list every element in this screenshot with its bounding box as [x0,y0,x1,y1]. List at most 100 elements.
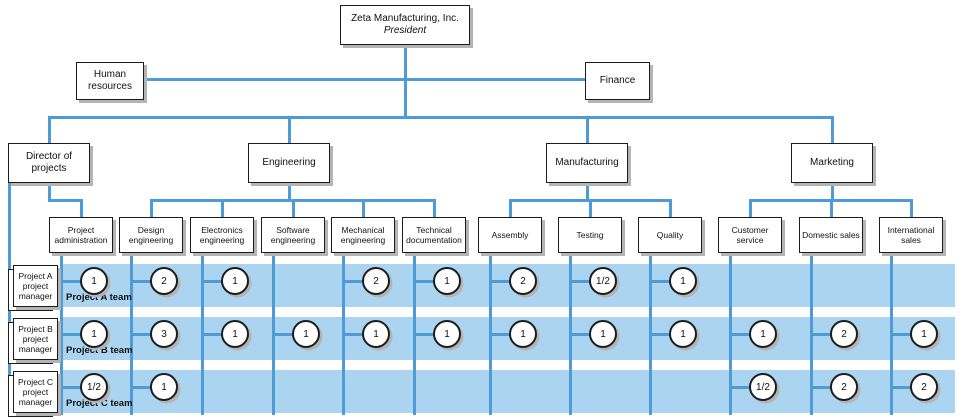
department-label: Mechanical engineering [340,224,386,245]
allocation-circle: 1 [749,320,777,348]
allocation-circle: 2 [910,373,938,401]
allocation-circle: 2 [362,267,390,295]
department-box-technical-documentation: Technical documentation [402,217,466,253]
allocation-stub [412,332,448,336]
allocation-stub [271,332,307,336]
president-box: Zeta Manufacturing, Inc. President [340,5,470,45]
division-drop [47,116,51,143]
allocation-circle: 1 [509,320,537,348]
department-label: International sales [887,224,935,245]
allocation-stub [129,385,165,389]
allocation-stub [129,332,165,336]
allocation-circle: 1 [433,267,461,295]
division-label: Manufacturing [555,157,619,168]
allocation-circle: 3 [150,320,178,348]
department-drop [79,199,83,217]
allocation-circle: 1 [221,320,249,348]
manager-box-project-c: Project C project manager [13,371,58,413]
division-label: Marketing [810,157,854,168]
project-a-band [60,264,955,307]
allocation-stub [59,385,95,389]
allocation-stub [568,332,604,336]
department-box-mechanical-engineering: Mechanical engineering [331,217,395,253]
allocation-stub [728,332,764,336]
allocation-stub [809,332,845,336]
department-drop [508,199,512,217]
allocation-circle: 1/2 [749,373,777,401]
allocation-circle: 2 [150,267,178,295]
allocation-stub [809,385,845,389]
department-box-domestic-sales: Domestic sales [799,217,863,253]
division-box-engineering: Engineering [248,143,330,183]
finance-label: Finance [599,75,636,86]
allocation-stub [648,279,684,283]
company-name: Zeta Manufacturing, Inc. [351,13,459,24]
division-box-director-of-projects: Director of projects [8,143,90,183]
department-drop [432,199,436,217]
manager-label: Project B project manager [18,323,53,354]
allocation-circle: 1 [433,320,461,348]
department-drop [291,199,295,217]
department-drop [361,199,365,217]
department-label: Design engineering [128,224,174,245]
team-label-project-b: Project B team [66,345,133,356]
department-box-electronics-engineering: Electronics engineering [190,217,254,253]
allocation-circle: 2 [830,320,858,348]
president-connector [403,45,407,119]
allocation-circle: 1 [150,373,178,401]
allocation-circle: 1 [362,320,390,348]
team-label-project-c: Project C team [66,398,133,409]
allocation-stub [889,332,925,336]
department-box-testing: Testing [558,217,622,253]
staff-connector [144,78,585,81]
allocation-circle: 1/2 [589,267,617,295]
department-label: Testing [576,229,604,240]
allocation-stub [129,279,165,283]
department-label: Assembly [491,229,529,240]
department-box-design-engineering: Design engineering [119,217,183,253]
division-drop [287,116,291,143]
division-box-manufacturing: Manufacturing [546,143,628,183]
division-stem [287,183,291,202]
department-label: Electronics engineering [199,224,245,245]
human-resources-box: Human resources [76,62,144,100]
division-stem [830,183,834,202]
allocation-stub [488,279,524,283]
allocation-stub [889,385,925,389]
allocation-stub [728,385,764,389]
department-box-software-engineering: Software engineering [261,217,325,253]
allocation-stub [568,279,604,283]
allocation-circle: 1 [669,267,697,295]
department-box-project-administration: Project administration [49,217,113,253]
department-drop [748,199,752,217]
division-stem [585,183,589,202]
finance-box: Finance [585,62,650,100]
allocation-circle: 1 [292,320,320,348]
department-drop [588,199,592,217]
project-c-band [60,370,955,413]
department-drop [149,199,153,217]
allocation-stub [59,332,95,336]
allocation-stub [341,279,377,283]
allocation-stub [59,279,95,283]
allocation-stub [648,332,684,336]
allocation-circle: 1 [80,320,108,348]
manager-box-project-a: Project A project manager [13,265,58,307]
allocation-circle: 1/2 [80,373,108,401]
department-drop [668,199,672,217]
department-box-assembly: Assembly [478,217,542,253]
department-label: Project administration [54,224,108,245]
allocation-circle: 1 [80,267,108,295]
manager-label: Project A project manager [18,270,53,301]
human-resources-label: Human resources [88,69,132,92]
allocation-circle: 2 [830,373,858,401]
division-bus [47,116,834,119]
department-drop [829,199,833,217]
department-drop [909,199,913,217]
division-drop [585,116,589,143]
allocation-circle: 1 [669,320,697,348]
division-stem [47,183,51,202]
allocation-circle: 1 [221,267,249,295]
allocation-stub [200,332,236,336]
